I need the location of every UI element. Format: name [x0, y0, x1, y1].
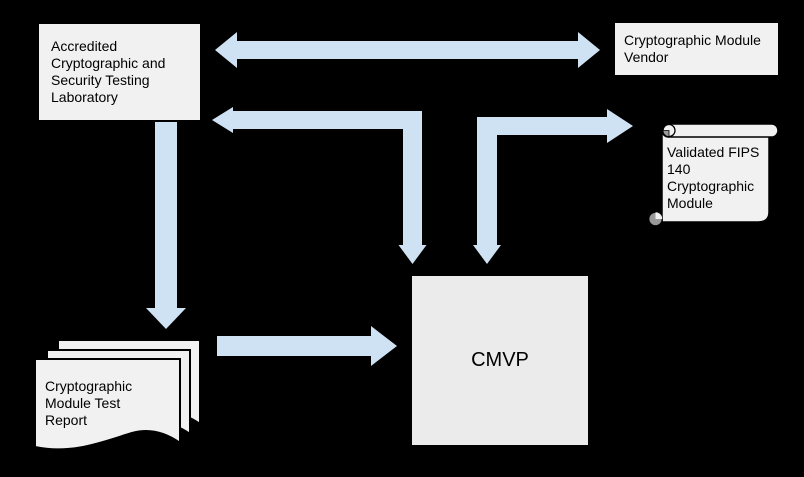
scroll-shape	[648, 123, 779, 227]
arrow-lab-test-report	[146, 122, 186, 329]
node-accredited-testing-laboratory: Accredited Cryptographic and Security Te…	[37, 22, 202, 122]
scroll-bottom-curl-shade	[655, 212, 663, 219]
node-cryptographic-module-vendor: Cryptographic Module Vendor	[613, 21, 780, 77]
arrow-lab-vendor	[215, 32, 600, 68]
arrow-cmvp-lab	[212, 107, 427, 264]
cmvp-label: CMVP	[471, 349, 529, 371]
lab-label: Accredited Cryptographic and Security Te…	[51, 38, 166, 105]
document-stack-shape	[34, 339, 201, 451]
validated-module-label: Validated FIPS 140 Cryptographic Module	[667, 144, 760, 211]
vendor-label: Cryptographic Module Vendor	[624, 32, 761, 65]
scroll-body	[661, 129, 770, 223]
scroll-top-roll	[661, 123, 779, 138]
scroll-top-curl-shade	[662, 130, 670, 137]
arrow-cmvp-validated-module	[473, 109, 633, 264]
test-report-label: Cryptographic Module Test Report	[45, 378, 133, 428]
node-cmvp: CMVP	[412, 276, 588, 445]
arrow-test-report-cmvp	[217, 326, 397, 366]
document-page-front	[34, 358, 181, 451]
